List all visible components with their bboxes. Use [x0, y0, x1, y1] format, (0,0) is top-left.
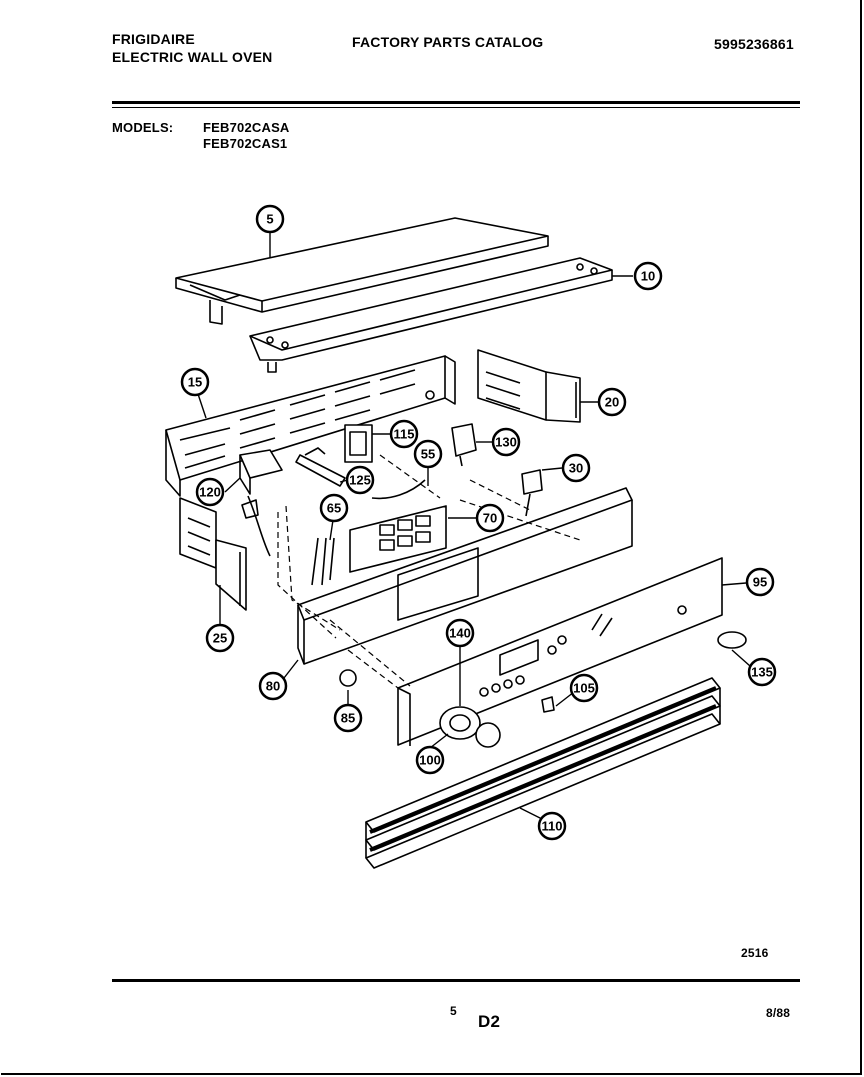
diagram-code: 2516: [741, 946, 769, 960]
endcap-135-part: [717, 631, 747, 649]
button-105-part: [541, 696, 555, 713]
footer-rule: [112, 979, 800, 982]
knob-part: [439, 706, 501, 748]
svg-text:125: 125: [349, 473, 371, 488]
wire-harness-65-part: [311, 537, 335, 586]
callout-bubble: 140: [445, 618, 475, 648]
callout-bubble: 100: [415, 745, 445, 775]
model-number: FEB702CAS1: [203, 136, 288, 151]
right-bracket-part: [477, 349, 581, 423]
model-number: FEB702CASA: [203, 120, 290, 135]
section-code: D2: [478, 1012, 501, 1031]
header-rule-thick: [112, 101, 800, 104]
svg-text:110: 110: [542, 819, 563, 834]
relay-115-part: [344, 424, 373, 463]
top-cover-part: [175, 217, 549, 325]
svg-text:10: 10: [641, 269, 655, 284]
callout-bubble: 115: [389, 419, 419, 449]
switch-120-part: [239, 449, 283, 557]
left-bracket-part: [179, 497, 247, 611]
svg-text:115: 115: [394, 427, 415, 442]
product-name: ELECTRIC WALL OVEN: [112, 49, 273, 65]
catalog-date: 8/88: [766, 1006, 791, 1020]
callout-bubble: 95: [745, 567, 775, 597]
callout-bubble: 120: [195, 477, 225, 507]
svg-text:95: 95: [753, 575, 767, 590]
svg-text:120: 120: [199, 485, 221, 500]
svg-text:25: 25: [213, 631, 227, 646]
callout-bubble: 130: [491, 427, 521, 457]
trim-strip-part: [365, 677, 721, 869]
models-label: MODELS:: [112, 120, 174, 135]
svg-text:5: 5: [266, 212, 273, 227]
callout-bubble: 125: [345, 465, 375, 495]
callout-bubble: 105: [569, 673, 599, 703]
svg-text:85: 85: [341, 711, 355, 726]
svg-text:135: 135: [751, 665, 773, 680]
sensor-125-part: [295, 447, 346, 487]
page-number: 5: [450, 1004, 457, 1018]
callout-bubble: 55: [413, 439, 443, 469]
callout-bubble: 85: [333, 703, 363, 733]
callout-bubble: 110: [537, 811, 567, 841]
callout-bubble: 65: [319, 493, 349, 523]
callout-bubble: 30: [561, 453, 591, 483]
svg-text:20: 20: [605, 395, 619, 410]
svg-text:55: 55: [421, 447, 435, 462]
knob-85-part: [339, 669, 357, 687]
brand-name: FRIGIDAIRE: [112, 31, 195, 47]
callout-bubble: 20: [597, 387, 627, 417]
svg-text:100: 100: [419, 753, 441, 768]
callout-bubble: 10: [633, 261, 663, 291]
callout-bubble: 80: [258, 671, 288, 701]
callout-bubble: 135: [747, 657, 777, 687]
svg-text:80: 80: [266, 679, 280, 694]
catalog-title: FACTORY PARTS CATALOG: [352, 34, 544, 50]
svg-text:130: 130: [495, 435, 517, 450]
svg-text:105: 105: [573, 681, 595, 696]
control-panel-front-part: [397, 557, 723, 746]
control-housing-part: [165, 355, 456, 497]
callout-bubble: 15: [180, 367, 210, 397]
svg-text:70: 70: [483, 511, 497, 526]
header-rule-thin: [112, 107, 800, 108]
callout-bubble: 5: [255, 204, 285, 234]
svg-text:15: 15: [188, 375, 202, 390]
control-panel-frame-part: [297, 487, 633, 665]
svg-text:30: 30: [569, 461, 583, 476]
leader-lines: [197, 232, 751, 823]
svg-text:65: 65: [327, 501, 341, 516]
svg-text:140: 140: [449, 626, 471, 641]
wire-55-part: [371, 479, 426, 500]
terminal-30-part: [521, 469, 543, 517]
callout-bubble: 70: [475, 503, 505, 533]
callout-bubble: 25: [205, 623, 235, 653]
switch-130-part: [451, 423, 477, 467]
assembly-dashed-lines: [277, 454, 581, 689]
circuit-board-part: [349, 505, 447, 573]
catalog-number: 5995236861: [714, 36, 794, 52]
